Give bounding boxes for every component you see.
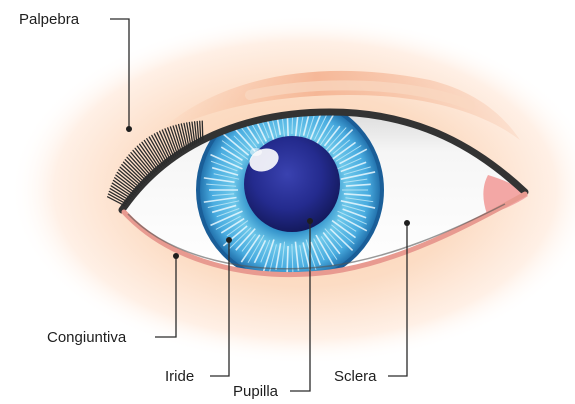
label-iride: Iride [165,368,194,385]
label-sclera: Sclera [334,368,377,385]
leader-dot-palpebra [126,126,132,132]
leader-dot-sclera [404,220,410,226]
label-congiuntiva: Congiuntiva [47,329,127,346]
label-pupilla: Pupilla [233,383,279,400]
eyelash [202,121,203,140]
leader-dot-congiuntiva [173,253,179,259]
leader-dot-pupilla [307,218,313,224]
leader-dot-iride [226,237,232,243]
label-palpebra: Palpebra [19,11,80,28]
